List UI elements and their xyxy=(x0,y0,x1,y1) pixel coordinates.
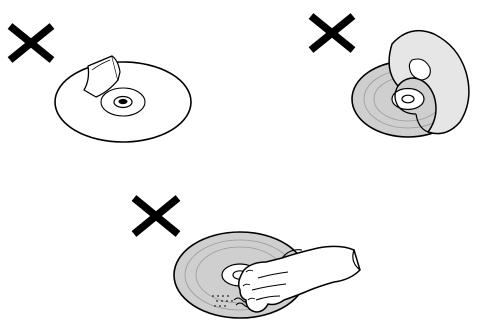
cross-icon xyxy=(311,16,353,50)
panel-touching-disc-surface xyxy=(134,198,360,318)
panel-warped-disc xyxy=(311,16,469,137)
panel-sticker-on-disc xyxy=(10,26,191,142)
hand-on-disc-surface-illustration xyxy=(174,232,360,318)
disc-with-sticker-illustration xyxy=(55,56,191,142)
disc-with-peeling-label-illustration xyxy=(352,31,469,137)
cross-icon xyxy=(10,26,52,60)
cross-icon xyxy=(134,198,178,234)
